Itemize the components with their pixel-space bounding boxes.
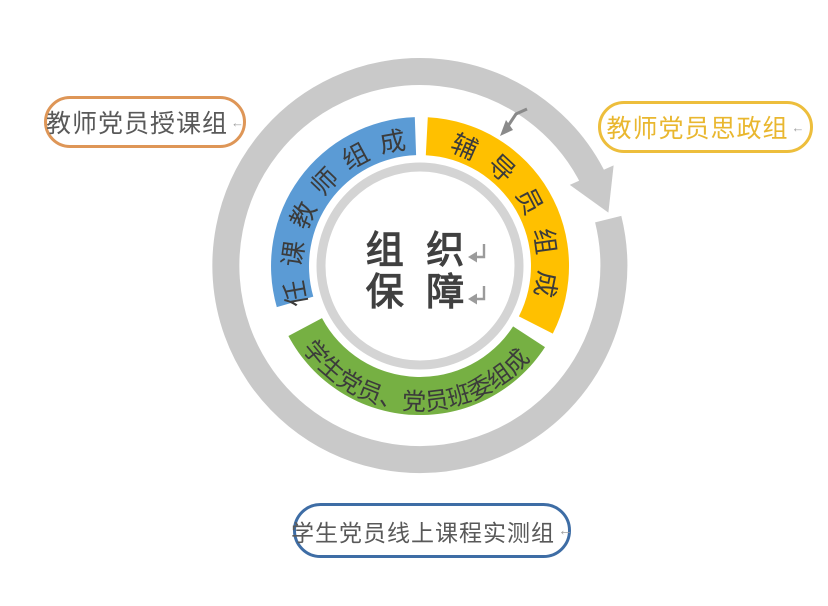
inner-ring [316,162,524,370]
segment-arc-students [288,318,545,416]
outer-cycle-arrow [212,58,628,473]
small-arrow-icon [500,107,528,136]
callout-teaching-group-label: 教师党员授课组 [46,110,229,138]
cycle-arrowhead-icon [569,165,614,213]
left-arrow-mark-icon: ← [558,522,573,539]
center-title-line2: 保 障 [366,272,471,314]
callout-student-test-group: 学生党员线上课程实测组 ← [291,503,573,558]
return-mark-icon [468,286,486,305]
center-title-line1: 组 织 [366,230,471,272]
callout-student-test-group-label: 学生党员线上课程实测组 [291,519,555,546]
left-arrow-mark-icon: ← [791,119,805,135]
callout-teaching-group: 教师党员授课组 ← [44,96,246,148]
left-arrow-mark-icon: ← [231,114,245,130]
callout-ideology-group: 教师党员思政组 ← [598,101,813,153]
return-mark-icon [468,244,486,263]
segment-arc-counselors [425,117,570,334]
segment-arc-teachers [271,117,417,308]
callout-ideology-group-label: 教师党员思政组 [606,115,789,143]
